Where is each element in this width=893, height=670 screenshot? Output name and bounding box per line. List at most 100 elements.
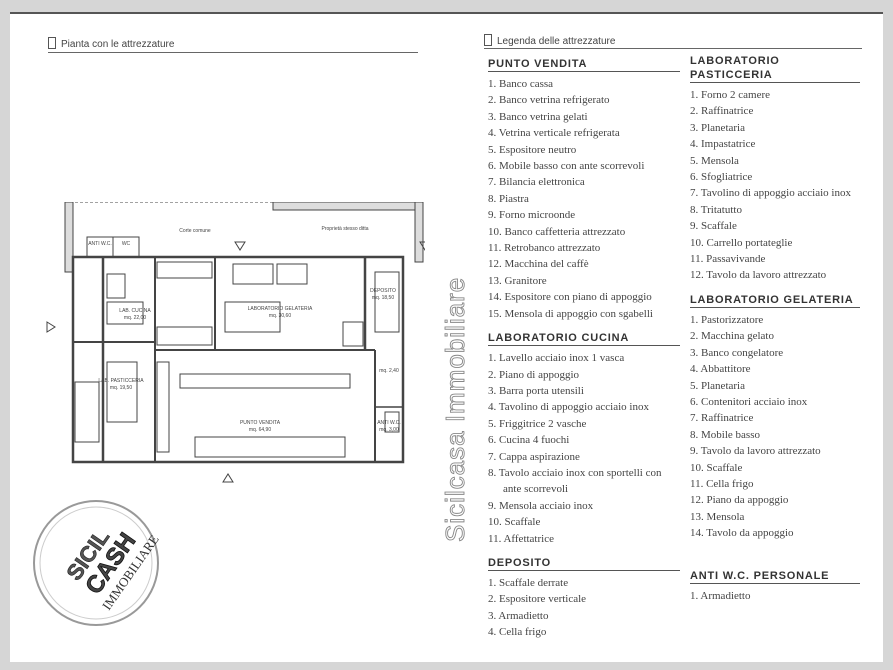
legend-list-deposito: 1. Scaffale derrate 2. Espositore vertic… [488,575,680,641]
legend-item: 6. Mobile basso con ante scorrevoli [488,160,645,173]
bracket-icon [48,37,56,49]
legend-item: 5. Mensola [690,154,739,167]
legend-item: 3. Planetaria [690,121,745,134]
legend-item: 1. Armadietto [690,589,751,602]
legend-item: 3. Banco congelatore [690,346,784,359]
plan-label-lab-pasticceria-area: mq. 19,50 [110,385,132,391]
legend-item: 1. Banco cassa [488,78,554,90]
legend-item: 8. Tritatutto [690,203,742,216]
watermark: Sicilcasa Immobiliare [440,276,470,542]
plan-label-anti-wc-right: ANTI W.C. [377,420,401,426]
legend-item: 3. Armadietto [488,609,549,622]
company-logo: SICIL CASH IMMOBILIARE [33,500,162,626]
legend-item: 4. Vetrina verticale refrigerata [488,127,620,140]
legend-section-header: Legenda delle attrezzature [484,34,615,47]
plan-label-punto-vendita-area: mq. 64,90 [249,427,271,433]
legend-list-laboratorio-pasticceria: 1. Forno 2 camere 2. Raffinatrice 3. Pla… [690,87,860,284]
plan-label-deposito: DEPOSITO [370,288,396,294]
watermark-text: Sicilcasa Immobiliare [440,277,470,542]
plan-label-wc-area: mq. 2,40 [379,368,399,374]
legend-item: 11. Passavivande [690,253,766,266]
legend-list-anti-wc: 1. Armadietto [690,588,860,604]
legend-item: 8. Piastra [488,192,529,205]
top-rule [10,12,883,14]
legend-item: 3. Barra porta utensili [488,384,584,397]
legend-item: 4. Tavolino di appoggio acciaio inox [488,401,649,414]
legend-item: 14. Tavolo da appoggio [690,527,794,540]
legend-item: 7. Bilancia elettronica [488,176,585,189]
legend-item: 7. Cappa aspirazione [488,450,580,463]
legend-item: 9. Tavolo da lavoro attrezzato [690,445,821,458]
legend-item: 4. Cella frigo [488,626,547,639]
legend-list-laboratorio-cucina: 1. Lavello acciaio inox 1 vasca 2. Piano… [488,350,680,547]
legend-item: 5. Friggitrice 2 vasche [488,417,587,430]
legend-list-laboratorio-gelateria: 1. Pastorizzatore 2. Macchina gelato 3. … [690,312,860,542]
legend-item: 1. Forno 2 camere [690,89,771,101]
legend-item: 2. Macchina gelato [690,330,774,343]
legend-item: 13. Mensola [690,510,745,523]
legend-item: 4. Abbattitore [690,363,751,376]
legend-item: 1. Lavello acciaio inox 1 vasca [488,352,625,365]
plan-header-text: Pianta con le attrezzature [61,39,175,50]
legend-item: 5. Espositore neutro [488,143,577,156]
plan-label-anti-wc-right-area: mq. 3,00 [379,427,399,433]
plan-label-wc: WC [122,241,131,247]
legend-item: 8. Tavolo acciaio inox con sportelli con… [488,466,662,496]
legend-item: 6. Sfogliatrice [690,171,753,184]
legend-item: 13. Granitore [488,274,547,287]
plan-label-lab-pasticceria: LAB. PASTICCERIA [98,378,144,384]
plan-label-lab-gelateria-area: mq. 30,60 [269,313,291,319]
legend-item: 8. Mobile basso [690,428,760,441]
legend-item: 2. Piano di appoggio [488,368,580,381]
legend-item: 7. Raffinatrice [690,412,754,425]
legend-item: 9. Mensola acciaio inox [488,499,594,512]
legend-title-laboratorio-gelateria: LABORATORIO GELATERIA [690,293,860,308]
legend-item: 3. Banco vetrina gelati [488,110,588,123]
legend-title-anti-wc: ANTI W.C. PERSONALE [690,569,860,584]
legend-item: 10. Banco caffetteria attrezzato [488,225,626,238]
legend-item: 2. Banco vetrina refrigerato [488,94,610,107]
legend-item: 12. Macchina del caffè [488,258,589,271]
legend-title-deposito: DEPOSITO [488,556,680,571]
legend-item: 12. Piano da appoggio [690,494,789,507]
legend-item: 11. Affettatrice [488,532,554,545]
legend-list-punto-vendita: 1. Banco cassa 2. Banco vetrina refriger… [488,76,680,322]
plan-label-lab-gelateria: LABORATORIO GELATERIA [248,306,313,312]
legend-item: 9. Forno microonde [488,209,576,222]
plan-label-lab-cucina: LAB. CUCINA [119,308,151,314]
legend-column-right: LABORATORIO PASTICCERIA 1. Forno 2 camer… [690,54,860,604]
plan-header-rule [48,52,418,53]
plan-section-header: Pianta con le attrezzature [48,37,174,50]
legend-item: 5. Planetaria [690,379,745,392]
legend-item: 11. Cella frigo [690,477,754,490]
plan-label-punto-vendita: PUNTO VENDITA [240,420,281,426]
plan-label-deposito-area: mq. 18,50 [372,295,394,301]
floor-plan: Corte comune Proprietà stesso ditta ANTI… [46,202,425,483]
plan-label-lab-cucina-area: mq. 22,00 [124,315,146,321]
legend-header-rule [484,48,862,49]
legend-item: 12. Tavolo da lavoro attrezzato [690,269,827,282]
legend-header-text: Legenda delle attrezzature [497,36,616,47]
legend-item: 4. Impastatrice [690,138,756,151]
legend-item: 11. Retrobanco attrezzato [488,242,601,255]
legend-title-laboratorio-cucina: LABORATORIO CUCINA [488,331,680,347]
legend-column-left: PUNTO VENDITA 1. Banco cassa 2. Banco ve… [488,56,680,641]
bracket-icon [484,34,492,46]
legend-item: 9. Scaffale [690,220,737,233]
legend-item: 7. Tavolino di appoggio acciaio inox [690,187,851,200]
plan-label-corte: Corte comune [179,228,211,234]
plan-label-proprieta: Proprietà stesso ditta [322,226,369,232]
legend-item: 2. Raffinatrice [690,105,754,118]
legend-title-punto-vendita: PUNTO VENDITA [488,57,680,72]
legend-item: 1. Scaffale derrate [488,576,569,589]
plan-label-anti-wc: ANTI W.C. [88,241,112,247]
legend-item: 6. Contenitori acciaio inox [690,395,808,408]
legend-item: 15. Mensola di appoggio con sgabelli [488,307,653,320]
legend-item: 14. Espositore con piano di appoggio [488,291,652,304]
legend-item: 2. Espositore verticale [488,593,587,606]
legend-item: 1. Pastorizzatore [690,313,764,326]
legend-title-laboratorio-pasticceria: LABORATORIO PASTICCERIA [690,54,860,83]
legend-item: 10. Scaffale [488,516,541,529]
legend-item: 10. Scaffale [690,461,743,474]
legend-item: 10. Carrello portateglie [690,236,793,249]
